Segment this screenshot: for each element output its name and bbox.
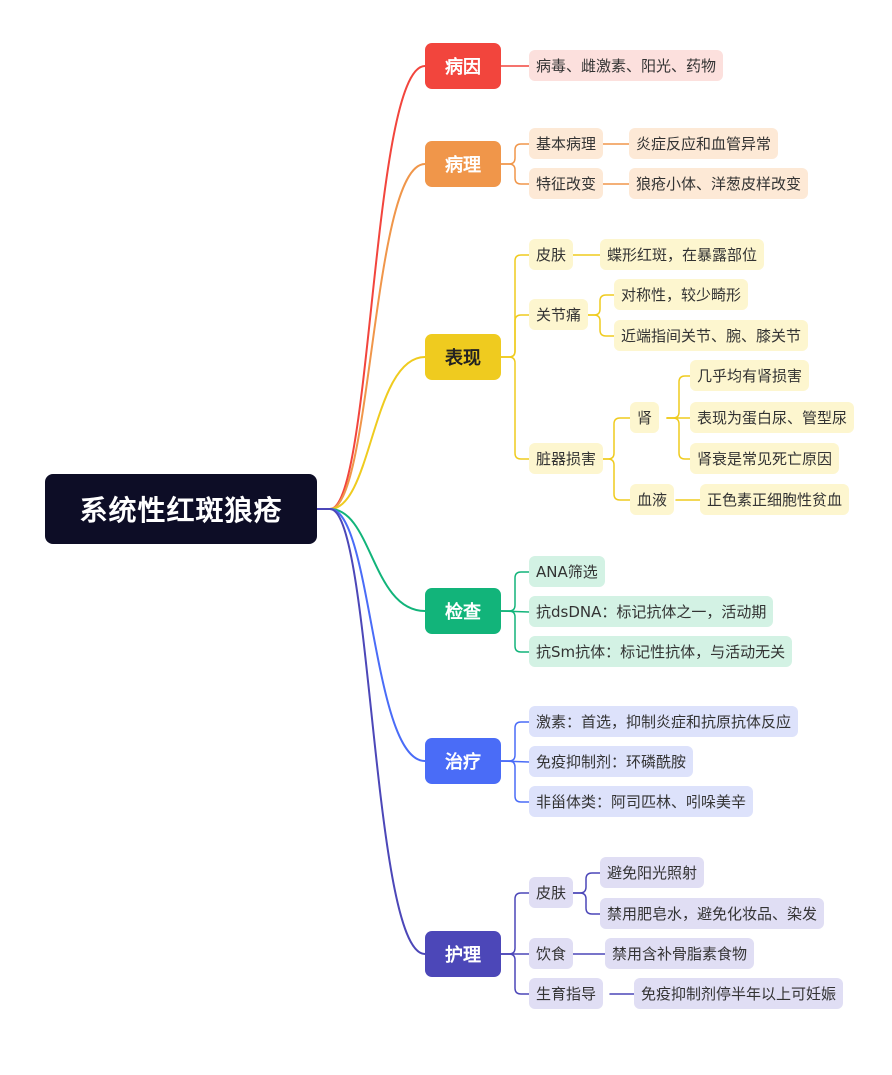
root-branch-link-2 xyxy=(316,356,426,510)
treatment-immunosuppressant[interactable]: 免疫抑制剂：环磷酰胺 xyxy=(529,746,694,777)
exam-ana[interactable]: ANA筛选 xyxy=(529,556,605,587)
organ-link-1 xyxy=(598,458,631,501)
nursing-skin[interactable]: 皮肤 xyxy=(529,877,574,908)
kidney-link-2 xyxy=(666,417,691,460)
organ-kidney[interactable]: 肾 xyxy=(630,402,660,433)
root-branch-link-1 xyxy=(316,163,426,510)
manifestation-link-2 xyxy=(500,356,530,460)
branch-treatment[interactable]: 治疗 xyxy=(425,738,501,784)
treatment-hormone[interactable]: 激素：首选，抑制炎症和抗原抗体反应 xyxy=(529,706,799,737)
nursing-diet[interactable]: 饮食 xyxy=(529,938,574,969)
branch-pathology[interactable]: 病理 xyxy=(425,141,501,187)
nursing-skin-soap[interactable]: 禁用肥皂水，避免化妆品、染发 xyxy=(600,898,825,929)
pathology-link-0 xyxy=(500,143,530,165)
root-topic[interactable]: 系统性红斑狼疮 xyxy=(45,474,317,544)
nursing-link-2 xyxy=(500,953,530,995)
treatment-link-0 xyxy=(500,721,530,762)
exam-sm[interactable]: 抗Sm抗体：标记性抗体，与活动无关 xyxy=(529,636,793,667)
root-branch-link-4 xyxy=(316,508,426,762)
branch-nursing[interactable]: 护理 xyxy=(425,931,501,977)
nursing-skin-link-0 xyxy=(571,872,601,894)
treatment-nsaid[interactable]: 非甾体类：阿司匹林、吲哚美辛 xyxy=(529,786,754,817)
exam-dsdna[interactable]: 抗dsDNA：标记抗体之一，活动期 xyxy=(529,596,774,627)
manifestation-joint[interactable]: 关节痛 xyxy=(529,299,589,330)
manifestation-skin-detail[interactable]: 蝶形红斑，在暴露部位 xyxy=(600,239,765,270)
treatment-link-2 xyxy=(500,760,530,803)
etiology-causes[interactable]: 病毒、雌激素、阳光、药物 xyxy=(529,50,724,81)
pathology-link-1 xyxy=(500,163,530,185)
nursing-pregnancy[interactable]: 生育指导 xyxy=(529,978,604,1009)
nursing-link-0 xyxy=(500,892,530,955)
organ-link-0 xyxy=(598,417,631,460)
branch-manifestation[interactable]: 表现 xyxy=(425,334,501,380)
nursing-pregnancy-detail[interactable]: 免疫抑制剂停半年以上可妊娠 xyxy=(634,978,844,1009)
root-branch-link-5 xyxy=(316,508,426,955)
joint-link-0 xyxy=(585,294,615,316)
manifestation-link-1 xyxy=(500,314,530,358)
pathology-feature-detail[interactable]: 狼疮小体、洋葱皮样改变 xyxy=(629,168,809,199)
joint-detail-sites[interactable]: 近端指间关节、腕、膝关节 xyxy=(614,320,809,351)
exam-link-2 xyxy=(500,610,530,653)
kidney-link-0 xyxy=(666,375,691,419)
blood-detail[interactable]: 正色素正细胞性贫血 xyxy=(700,484,850,515)
root-branch-link-0 xyxy=(316,65,426,510)
root-branch-link-3 xyxy=(316,508,426,612)
manifestation-organ[interactable]: 脏器损害 xyxy=(529,443,604,474)
manifestation-skin[interactable]: 皮肤 xyxy=(529,239,574,270)
kidney-detail-2[interactable]: 表现为蛋白尿、管型尿 xyxy=(690,402,855,433)
exam-link-0 xyxy=(500,571,530,612)
kidney-detail-3[interactable]: 肾衰是常见死亡原因 xyxy=(690,443,840,474)
pathology-basic[interactable]: 基本病理 xyxy=(529,128,604,159)
pathology-feature[interactable]: 特征改变 xyxy=(529,168,604,199)
nursing-skin-link-1 xyxy=(571,892,601,915)
pathology-basic-detail[interactable]: 炎症反应和血管异常 xyxy=(629,128,779,159)
kidney-detail-1[interactable]: 几乎均有肾损害 xyxy=(690,360,810,391)
joint-detail-symmetric[interactable]: 对称性，较少畸形 xyxy=(614,279,749,310)
organ-blood[interactable]: 血液 xyxy=(630,484,675,515)
branch-examination[interactable]: 检查 xyxy=(425,588,501,634)
joint-link-1 xyxy=(585,314,615,337)
nursing-skin-sun[interactable]: 避免阳光照射 xyxy=(600,857,705,888)
nursing-diet-detail[interactable]: 禁用含补骨脂素食物 xyxy=(605,938,755,969)
branch-etiology[interactable]: 病因 xyxy=(425,43,501,89)
